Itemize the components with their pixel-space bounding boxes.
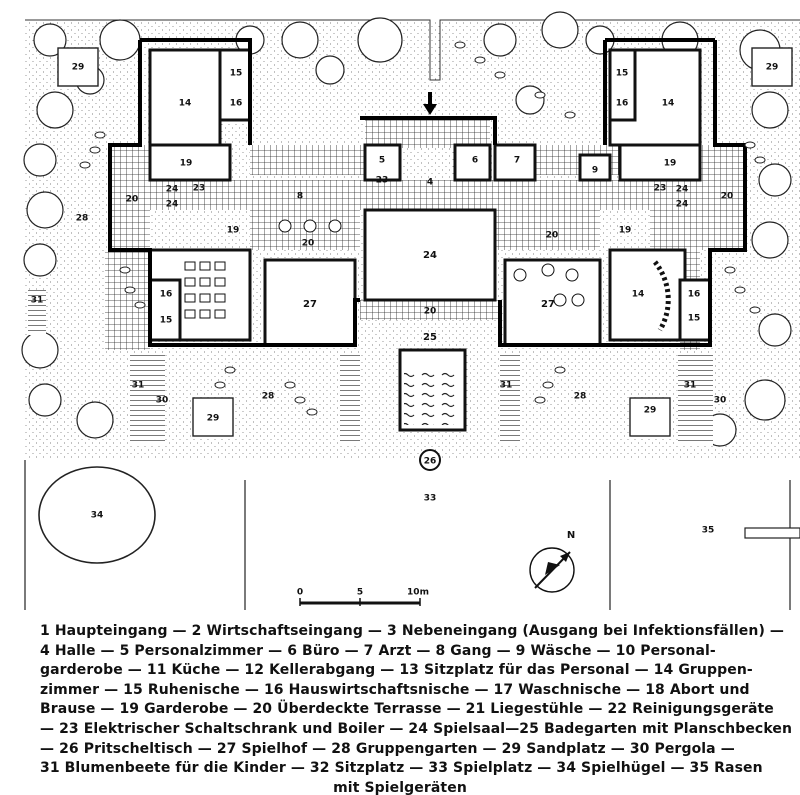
legend-line-5: Brause — 19 Garderobe — 20 Überdeckte Te…: [40, 701, 774, 718]
label-20-mid-left: 20: [302, 239, 315, 249]
label-4: 4: [427, 178, 433, 188]
label-6: 6: [472, 156, 478, 166]
label-23-mid: 23: [376, 176, 389, 186]
label-20-left: 20: [126, 195, 139, 205]
label-26: 26: [424, 457, 437, 467]
label-27-left: 27: [303, 299, 317, 310]
label-20-mid-right: 20: [546, 231, 559, 241]
label-29-ne: 29: [766, 63, 779, 73]
label-15-low-right: 15: [688, 314, 701, 324]
label-19-low-right: 19: [619, 226, 632, 236]
scale-bar: 0 5 10m: [297, 588, 429, 606]
label-24-b: 24: [166, 200, 179, 210]
label-23-left: 23: [193, 184, 206, 194]
label-28-se: 28: [574, 392, 587, 402]
label-14-left: 14: [179, 99, 192, 109]
building: [28, 38, 747, 445]
label-23-right: 23: [654, 184, 667, 194]
label-28-sw: 28: [262, 392, 275, 402]
label-29-sw: 29: [207, 414, 220, 424]
label-24-d: 24: [676, 200, 689, 210]
legend-line-4: zimmer — 15 Ruhenische — 16 Hauswirtscha…: [40, 681, 750, 698]
label-24-hall: 24: [423, 250, 437, 261]
legend-line-1: 1 Haupteingang — 2 Wirtschaftseingang — …: [40, 623, 785, 639]
legend-line-2: 4 Halle — 5 Personalzimmer — 6 Büro — 7 …: [40, 642, 716, 659]
label-27-right: 27: [541, 299, 555, 310]
sandboxes: [57, 47, 793, 437]
playground: [24, 460, 800, 610]
floor-plan: N 0 5 10m 29 29 29 29 14 14 14 15 16 15 …: [21, 11, 800, 610]
label-20-south: 20: [424, 307, 437, 317]
label-16-low-right: 16: [688, 290, 701, 300]
label-15-left: 15: [230, 69, 243, 79]
label-5: 5: [379, 156, 385, 166]
label-20-right: 20: [721, 192, 734, 202]
label-15-low-left: 15: [160, 316, 173, 326]
label-19-left: 19: [180, 159, 193, 169]
scale-label-0: 0: [297, 588, 303, 598]
label-31-right-2: 31: [684, 381, 697, 391]
label-24-a: 24: [166, 185, 179, 195]
label-29-nw: 29: [72, 63, 85, 73]
label-7: 7: [514, 156, 520, 166]
legend-line-9: mit Spielgeräten: [333, 779, 467, 795]
label-31: 31: [31, 296, 44, 306]
north-arrow: N: [529, 530, 575, 593]
label-31-right: 31: [500, 381, 513, 391]
label-14-group: 14: [632, 290, 645, 300]
label-15-right: 15: [616, 69, 629, 79]
legend-line-3: garderobe — 11 Küche — 12 Kellerabgang —…: [40, 662, 753, 679]
label-35: 35: [702, 526, 715, 536]
label-34: 34: [91, 511, 104, 521]
legend: 1 Haupteingang — 2 Wirtschaftseingang — …: [0, 622, 800, 795]
label-29-se: 29: [644, 406, 657, 416]
label-8: 8: [297, 192, 303, 202]
label-16-low-left: 16: [160, 290, 173, 300]
scale-label-5: 5: [357, 588, 363, 598]
label-9: 9: [592, 166, 598, 176]
label-26-circle: 26: [419, 449, 441, 471]
scale-label-10m: 10m: [407, 588, 429, 598]
label-16-right: 16: [616, 99, 629, 109]
room-labels: 29 29 29 29 14 14 14 15 16 15 16 19 19 1…: [31, 63, 779, 536]
label-30-left: 30: [156, 396, 169, 406]
label-30-right: 30: [714, 396, 727, 406]
label-33: 33: [424, 494, 437, 504]
label-24-c: 24: [676, 185, 689, 195]
label-31-left: 31: [132, 381, 145, 391]
legend-line-8: 31 Blumenbeete für die Kinder — 32 Sitzp…: [40, 760, 763, 777]
label-19-right: 19: [664, 159, 677, 169]
legend-line-6: — 23 Elektrischer Schaltschrank und Boil…: [40, 720, 793, 737]
label-28-left: 28: [76, 214, 89, 224]
label-25: 25: [423, 332, 437, 343]
north-label: N: [567, 530, 575, 541]
label-16-left: 16: [230, 99, 243, 109]
label-14-right: 14: [662, 99, 675, 109]
label-19-low-left: 19: [227, 226, 240, 236]
garden-paths: [79, 41, 766, 416]
legend-line-7: — 26 Pritscheltisch — 27 Spielhof — 28 G…: [40, 740, 735, 757]
